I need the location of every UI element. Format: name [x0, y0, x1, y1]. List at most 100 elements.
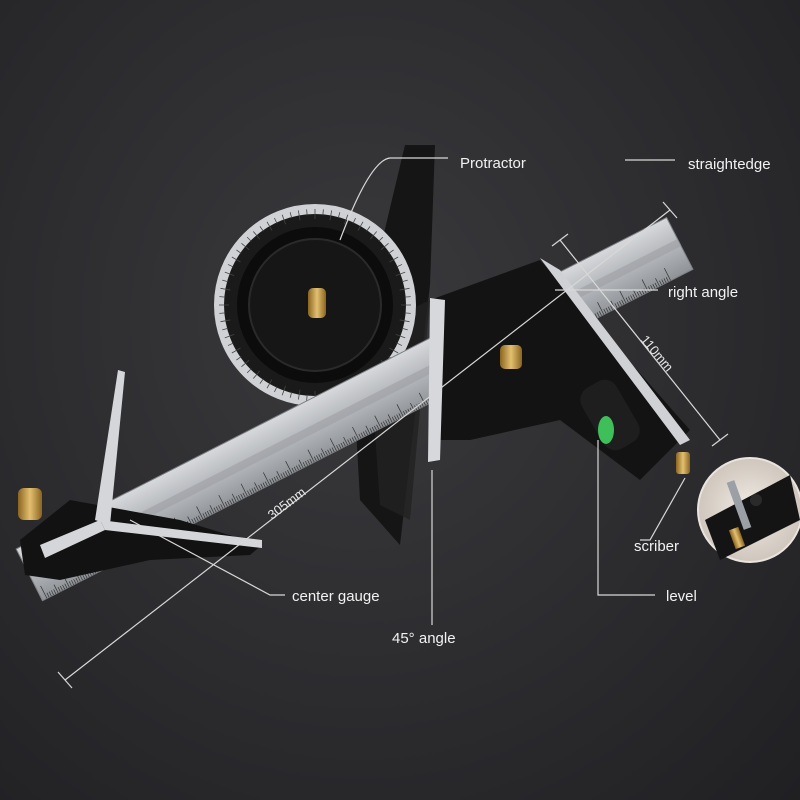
dial-tick: [222, 327, 229, 331]
ruler-tick: [632, 289, 638, 298]
ruler-tick: [594, 313, 598, 319]
ruler-tick: [652, 283, 656, 289]
ruler-tick: [360, 432, 364, 438]
ruler-tick: [258, 484, 262, 490]
protractor-lock-knob[interactable]: [308, 288, 326, 318]
callout-right-angle: right angle: [555, 284, 738, 301]
ruler-tick: [196, 506, 204, 520]
ruler-tick: [80, 575, 83, 581]
ruler-tick: [351, 437, 355, 442]
ruler-tick: [204, 512, 208, 517]
ruler-tick: [209, 505, 215, 514]
ruler-tick: [296, 465, 299, 471]
ruler-tick: [342, 441, 346, 447]
ruler-tick: [387, 414, 393, 423]
dial-tick: [396, 264, 403, 268]
dial-tick: [297, 389, 301, 400]
center-gauge-knob[interactable]: [18, 488, 42, 520]
ruler-tick: [418, 403, 422, 408]
scriber-pin: [676, 452, 690, 474]
ruler-tick: [282, 472, 286, 478]
dial-tick: [220, 287, 231, 291]
ruler-tick: [382, 421, 386, 427]
ruler-tick: [596, 312, 600, 318]
dial-tick: [220, 319, 231, 323]
dial-tick: [231, 347, 241, 354]
ruler-tick: [316, 455, 320, 461]
ruler-tick: [73, 579, 77, 584]
dial-tick: [306, 209, 308, 216]
ruler-tick: [193, 517, 197, 523]
ruler-tick: [251, 488, 255, 493]
ruler-tick: [358, 433, 362, 439]
dial-tick: [399, 287, 410, 291]
dial-tick: [380, 242, 389, 251]
ruler-tick: [398, 413, 402, 419]
ruler-tick: [264, 481, 268, 487]
ruler-tick: [369, 428, 373, 433]
ruler-tick: [654, 282, 658, 288]
square-lock-knob[interactable]: [500, 345, 522, 369]
ruler-tick: [621, 299, 625, 305]
ruler-tick: [396, 414, 400, 420]
label-level: level: [666, 588, 697, 605]
ruler-tick: [240, 483, 248, 497]
dial-tick: [231, 256, 241, 263]
dial-tick: [352, 217, 356, 224]
dial-tick: [236, 249, 242, 254]
ruler-tick: [231, 493, 237, 503]
ruler-tick: [215, 506, 219, 512]
ruler-tick: [82, 574, 86, 580]
ruler-tick: [374, 425, 377, 431]
dial-tick: [396, 342, 403, 346]
ruler-tick: [273, 476, 277, 482]
dial-tick: [378, 236, 384, 242]
dial-tick: [395, 271, 406, 276]
ruler-tick: [57, 586, 61, 592]
dial-tick: [241, 359, 250, 368]
ruler-tick: [40, 585, 48, 599]
ruler-tick: [347, 439, 351, 445]
ruler-tick: [298, 464, 302, 470]
ruler-tick: [371, 426, 375, 432]
ruler-tick: [271, 478, 275, 483]
dial-tick: [266, 221, 273, 231]
ruler-tick: [663, 278, 667, 284]
ruler-tick: [213, 507, 217, 513]
ruler-tick: [253, 487, 257, 492]
dial-tick: [404, 312, 411, 314]
ruler-tick: [343, 436, 348, 446]
dial-tick: [289, 212, 293, 219]
ruler-tick: [218, 505, 222, 511]
ruler-tick: [402, 411, 406, 416]
ruler-tick: [68, 581, 72, 587]
ruler-tick: [365, 430, 369, 436]
ruler-tick: [599, 311, 602, 316]
ruler-tick: [349, 438, 353, 444]
ruler-tick: [619, 300, 622, 306]
ruler-tick: [627, 296, 631, 302]
label-right-angle: right angle: [668, 284, 738, 301]
ruler-tick: [327, 449, 331, 455]
dial-tick: [227, 264, 234, 268]
ruler-tick: [380, 422, 384, 428]
label-45-angle: 45° angle: [392, 630, 456, 647]
scriber-inset: [697, 457, 800, 563]
dial-tick: [329, 210, 333, 221]
ruler-tick: [365, 425, 371, 434]
ruler-tick: [293, 466, 297, 472]
dial-tick: [281, 214, 286, 225]
ruler-tick: [280, 473, 284, 479]
ruler-tick: [619, 290, 627, 304]
ruler-tick: [655, 278, 660, 287]
label-protractor: Protractor: [460, 155, 526, 172]
ruler-tick: [394, 415, 397, 421]
dial-tick: [246, 368, 252, 374]
ruler-tick: [235, 496, 239, 501]
ruler-tick: [249, 489, 253, 495]
square-head: [428, 258, 690, 480]
ruler-tick: [260, 483, 264, 489]
ruler-tick: [313, 456, 317, 462]
ruler-tick: [307, 449, 315, 463]
